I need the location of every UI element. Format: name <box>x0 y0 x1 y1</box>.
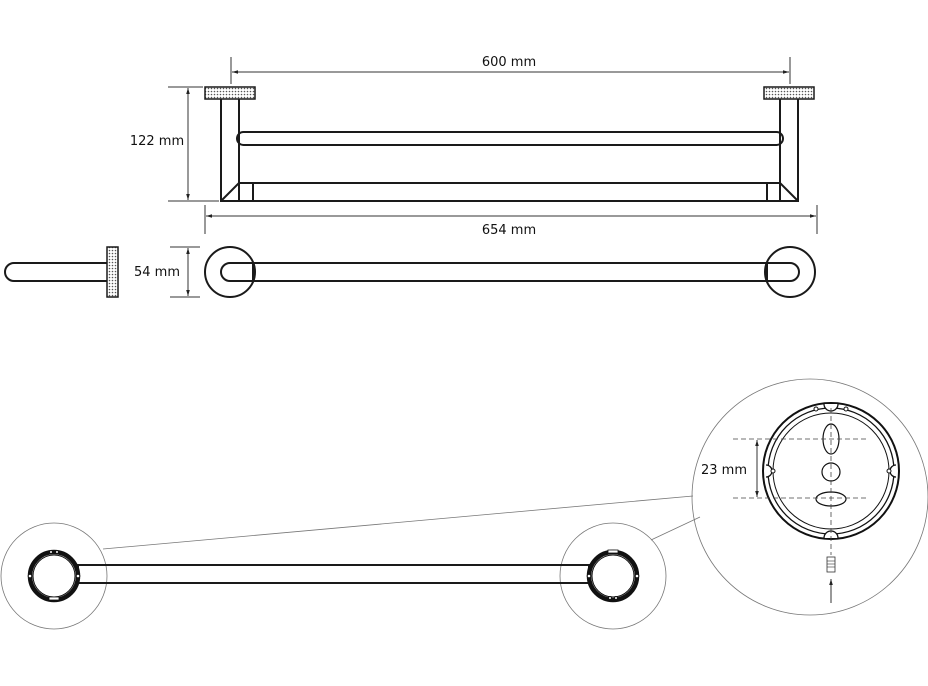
mounting-bar <box>77 564 590 584</box>
top-bar <box>220 262 800 282</box>
side-view <box>4 246 119 298</box>
front-view: 600 mm 122 mm 654 mm <box>130 55 818 238</box>
dim-hole-spacing: 23 mm <box>701 463 747 478</box>
detail-zoom-circle <box>691 378 928 616</box>
left-rosette <box>204 246 256 298</box>
dim-inner-width: 600 mm <box>482 55 536 70</box>
left-bracket <box>220 99 253 202</box>
mounting-view: 23 mm <box>0 378 928 630</box>
right-rosette <box>764 246 816 298</box>
left-wall-plate <box>204 86 256 100</box>
right-zoom-circle <box>559 522 667 630</box>
bottom-bar <box>238 182 781 202</box>
side-wall-plate <box>106 246 119 298</box>
dim-outer-width: 654 mm <box>482 223 536 238</box>
detail-fitting <box>733 402 900 555</box>
right-wall-plate <box>763 86 815 100</box>
right-fitting <box>586 549 640 603</box>
dim-height: 122 mm <box>130 134 184 149</box>
side-arm <box>4 262 108 282</box>
grub-screw <box>826 556 836 573</box>
dim-depth: 54 mm <box>134 265 180 280</box>
right-bracket <box>767 99 799 202</box>
left-fitting <box>27 549 81 603</box>
top-view: 54 mm <box>134 246 816 298</box>
left-zoom-circle <box>0 522 108 630</box>
upper-bar <box>236 131 784 146</box>
